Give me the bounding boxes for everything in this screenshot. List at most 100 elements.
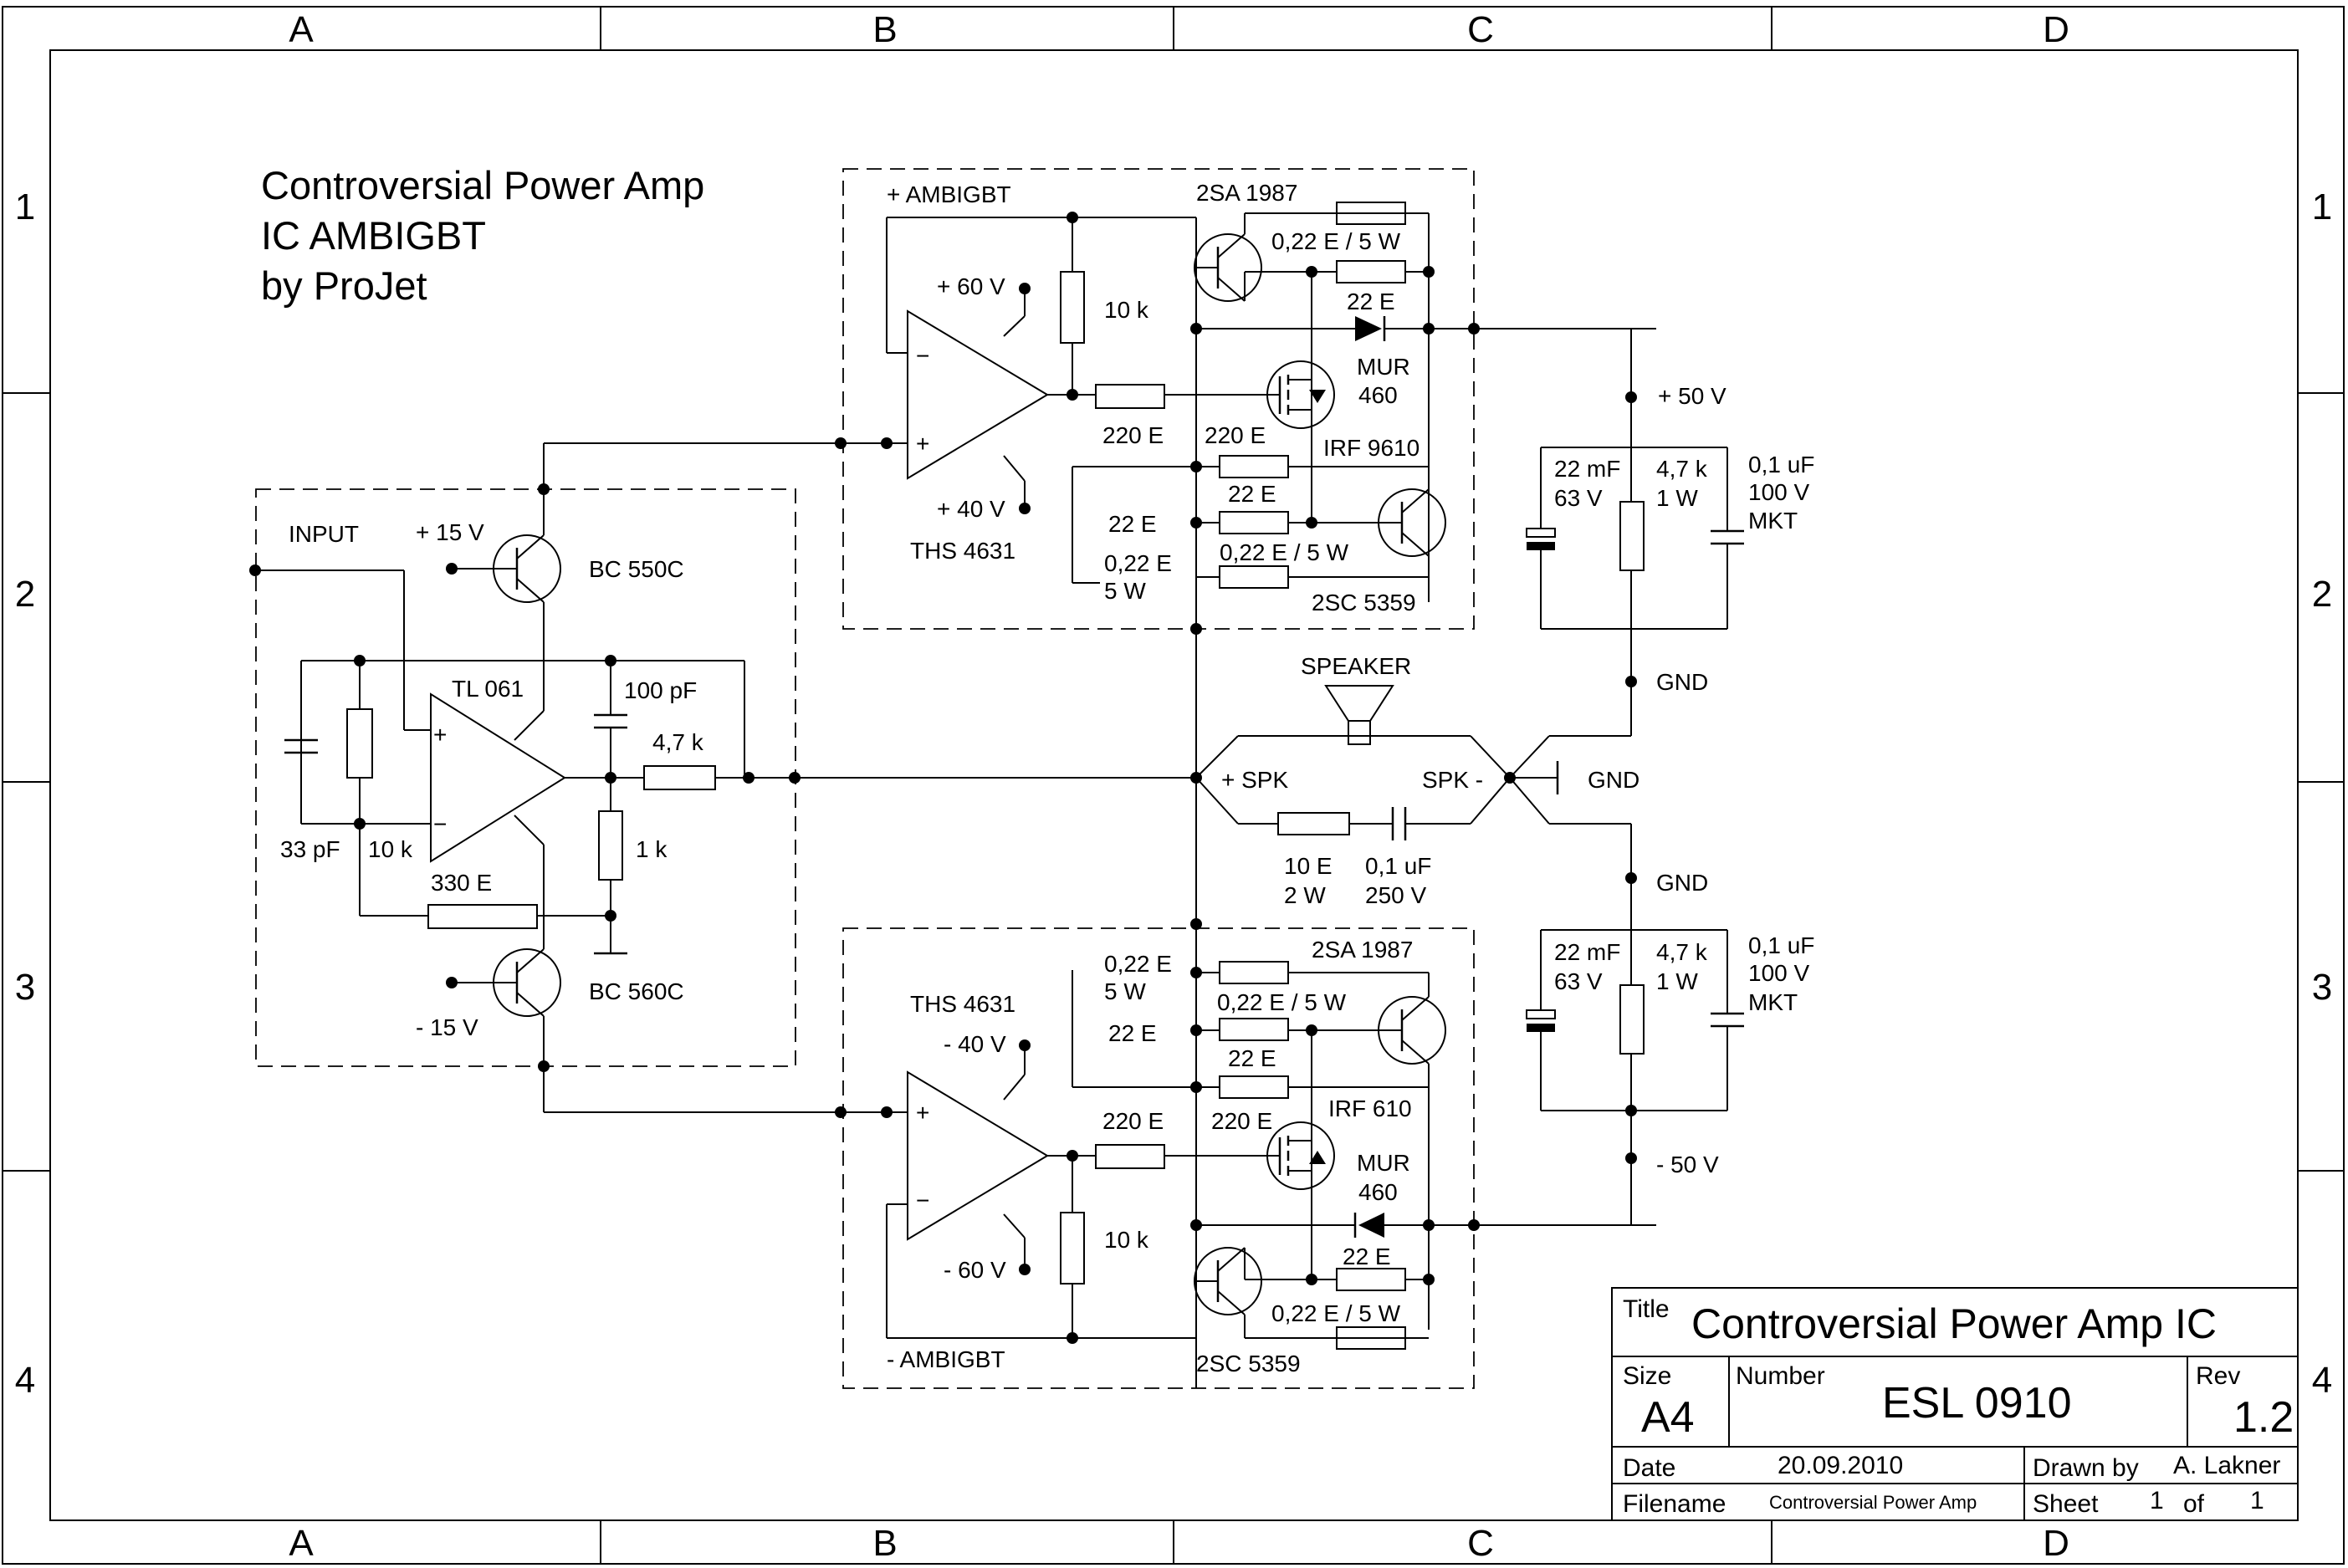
speaker-label: SPEAKER xyxy=(1301,653,1411,679)
grid-col-a-bottom: A xyxy=(289,1523,314,1564)
r022-5w-b-label: 0,22 E / 5 W xyxy=(1220,539,1349,565)
r022-5w-a-label: 0,22 E / 5 W xyxy=(1271,228,1401,254)
grid-row-1: 1 xyxy=(15,186,35,227)
supply-bank-upper xyxy=(1526,397,1744,687)
tb-drawn-label: Drawn by xyxy=(2033,1454,2139,1482)
mf22-upper-2: 63 V xyxy=(1554,485,1603,511)
grid-row-4-right: 4 xyxy=(2312,1360,2332,1401)
r022-upper-l1: 0,22 E xyxy=(1104,550,1172,576)
k47-upper-1: 4,7 k xyxy=(1656,456,1708,482)
grid-row-3-right: 3 xyxy=(2312,967,2332,1008)
drawing-title-line-2: IC AMBIGBT xyxy=(261,213,486,258)
spk-plus-label: + SPK xyxy=(1221,767,1288,793)
grid-col-d: D xyxy=(2043,9,2069,50)
mf22-lower-1: 22 mF xyxy=(1554,939,1620,965)
drawing-title-line-1: Controversial Power Amp xyxy=(261,163,704,207)
gnd-upper-label: GND xyxy=(1656,669,1708,695)
sa1987-lower-label: 2SA 1987 xyxy=(1312,937,1413,963)
irf610-label: IRF 610 xyxy=(1328,1096,1412,1121)
svg-text:+: + xyxy=(433,722,447,748)
grid-row-4: 4 xyxy=(15,1360,35,1401)
drawing-title-line-3: by ProJet xyxy=(261,263,427,308)
tb-sheet-label: Sheet xyxy=(2033,1490,2099,1518)
lower-ambigbt-box xyxy=(842,927,1475,1389)
sc5359-upper-label: 2SC 5359 xyxy=(1312,590,1416,615)
tb-drawn-value: A. Lakner xyxy=(2173,1452,2280,1479)
r022-5w-c-label: 0,22 E / 5 W xyxy=(1217,989,1347,1015)
grid-col-c-bottom: C xyxy=(1467,1523,1494,1564)
ths-lower-label: THS 4631 xyxy=(910,991,1015,1017)
r022-lower-l2: 5 W xyxy=(1104,978,1146,1004)
speaker-network xyxy=(1190,682,1632,878)
tb-of-label: of xyxy=(2183,1490,2205,1518)
k10-lower-label: 10 k xyxy=(1104,1227,1149,1253)
p60-label: + 60 V xyxy=(937,273,1005,299)
tb-number-value: ESL 0910 xyxy=(1882,1379,2071,1428)
m15-label: - 15 V xyxy=(416,1014,478,1040)
grid-col-b: B xyxy=(872,9,897,50)
grid-row-1-right: 1 xyxy=(2312,186,2332,227)
k10-upper-label: 10 k xyxy=(1104,297,1149,323)
mf22-upper-1: 22 mF xyxy=(1554,456,1620,482)
lower-ambigbt: + − xyxy=(835,918,1656,1350)
svg-text:−: − xyxy=(916,1187,929,1213)
grid-col-d-bottom: D xyxy=(2043,1523,2069,1564)
svg-text:+: + xyxy=(916,431,929,457)
uf01-lower-1: 0,1 uF xyxy=(1748,932,1814,958)
zobel-c2-label: 250 V xyxy=(1365,882,1426,908)
e220-upper-2-label: 220 E xyxy=(1205,422,1266,448)
tb-title-label: Title xyxy=(1623,1295,1670,1323)
svg-text:−: − xyxy=(916,343,929,369)
tb-filename-label: Filename xyxy=(1623,1490,1726,1518)
mf22-lower-2: 63 V xyxy=(1554,968,1603,994)
e22-e-label: 22 E xyxy=(1228,1045,1276,1071)
ths-upper-label: THS 4631 xyxy=(910,538,1015,564)
mur-lower-2-label: 460 xyxy=(1358,1179,1398,1205)
tb-filename-value: Controversial Power Amp xyxy=(1769,1492,1977,1513)
mur-upper-1-label: MUR xyxy=(1357,354,1410,380)
p-ambigbt-label: + AMBIGBT xyxy=(887,181,1011,207)
m-ambigbt-label: - AMBIGBT xyxy=(887,1346,1005,1372)
e220-lower-label: 220 E xyxy=(1102,1108,1164,1134)
k10-input-label: 10 k xyxy=(368,836,413,862)
uf01-upper-1: 0,1 uF xyxy=(1748,452,1814,478)
tb-date-value: 20.09.2010 xyxy=(1778,1452,1903,1479)
m50-label: - 50 V xyxy=(1656,1152,1719,1177)
grid-row-3: 3 xyxy=(15,967,35,1008)
uf01-upper-2: 100 V xyxy=(1748,479,1809,505)
tb-date-label: Date xyxy=(1623,1454,1675,1482)
e22-b-label: 22 E xyxy=(1228,481,1276,507)
sc5359-lower-label: 2SC 5359 xyxy=(1196,1351,1301,1376)
tl061-opamp xyxy=(430,692,566,863)
k47-upper-2: 1 W xyxy=(1656,485,1698,511)
mur-lower-1-label: MUR xyxy=(1357,1150,1410,1176)
uf01-upper-3: MKT xyxy=(1748,508,1798,534)
upper-ambigbt-box xyxy=(842,168,1475,630)
speaker-icon xyxy=(1324,685,1394,745)
grid-col-c: C xyxy=(1467,9,1494,50)
title-block xyxy=(1611,1287,2299,1521)
bc550-label: BC 550C xyxy=(589,556,684,582)
e22-f-label: 22 E xyxy=(1343,1244,1391,1269)
input-stage: + − xyxy=(249,442,1196,1113)
mur-upper-2-label: 460 xyxy=(1358,382,1398,408)
spk-minus-label: SPK - xyxy=(1422,767,1483,793)
svg-text:−: − xyxy=(433,811,447,837)
ths4631-lower-opamp xyxy=(907,1070,1049,1241)
input-label: INPUT xyxy=(289,521,359,547)
zobel-r1-label: 10 E xyxy=(1284,853,1333,879)
k47-lower-1: 4,7 k xyxy=(1656,939,1708,965)
zobel-r2-label: 2 W xyxy=(1284,882,1326,908)
irf9610-label: IRF 9610 xyxy=(1323,435,1420,461)
gnd-lower-label: GND xyxy=(1656,870,1708,896)
pf100-label: 100 pF xyxy=(624,677,697,703)
r022-5w-d-label: 0,22 E / 5 W xyxy=(1271,1300,1401,1326)
p15-label: + 15 V xyxy=(416,519,484,545)
m40-label: - 40 V xyxy=(944,1031,1006,1057)
e22-c-label: 22 E xyxy=(1108,511,1157,537)
grid-row-2-right: 2 xyxy=(2312,574,2332,615)
pf33-label: 33 pF xyxy=(280,836,340,862)
zobel-c1-label: 0,1 uF xyxy=(1365,853,1431,879)
grid-row-2: 2 xyxy=(15,574,35,615)
tl061-label: TL 061 xyxy=(452,676,524,702)
